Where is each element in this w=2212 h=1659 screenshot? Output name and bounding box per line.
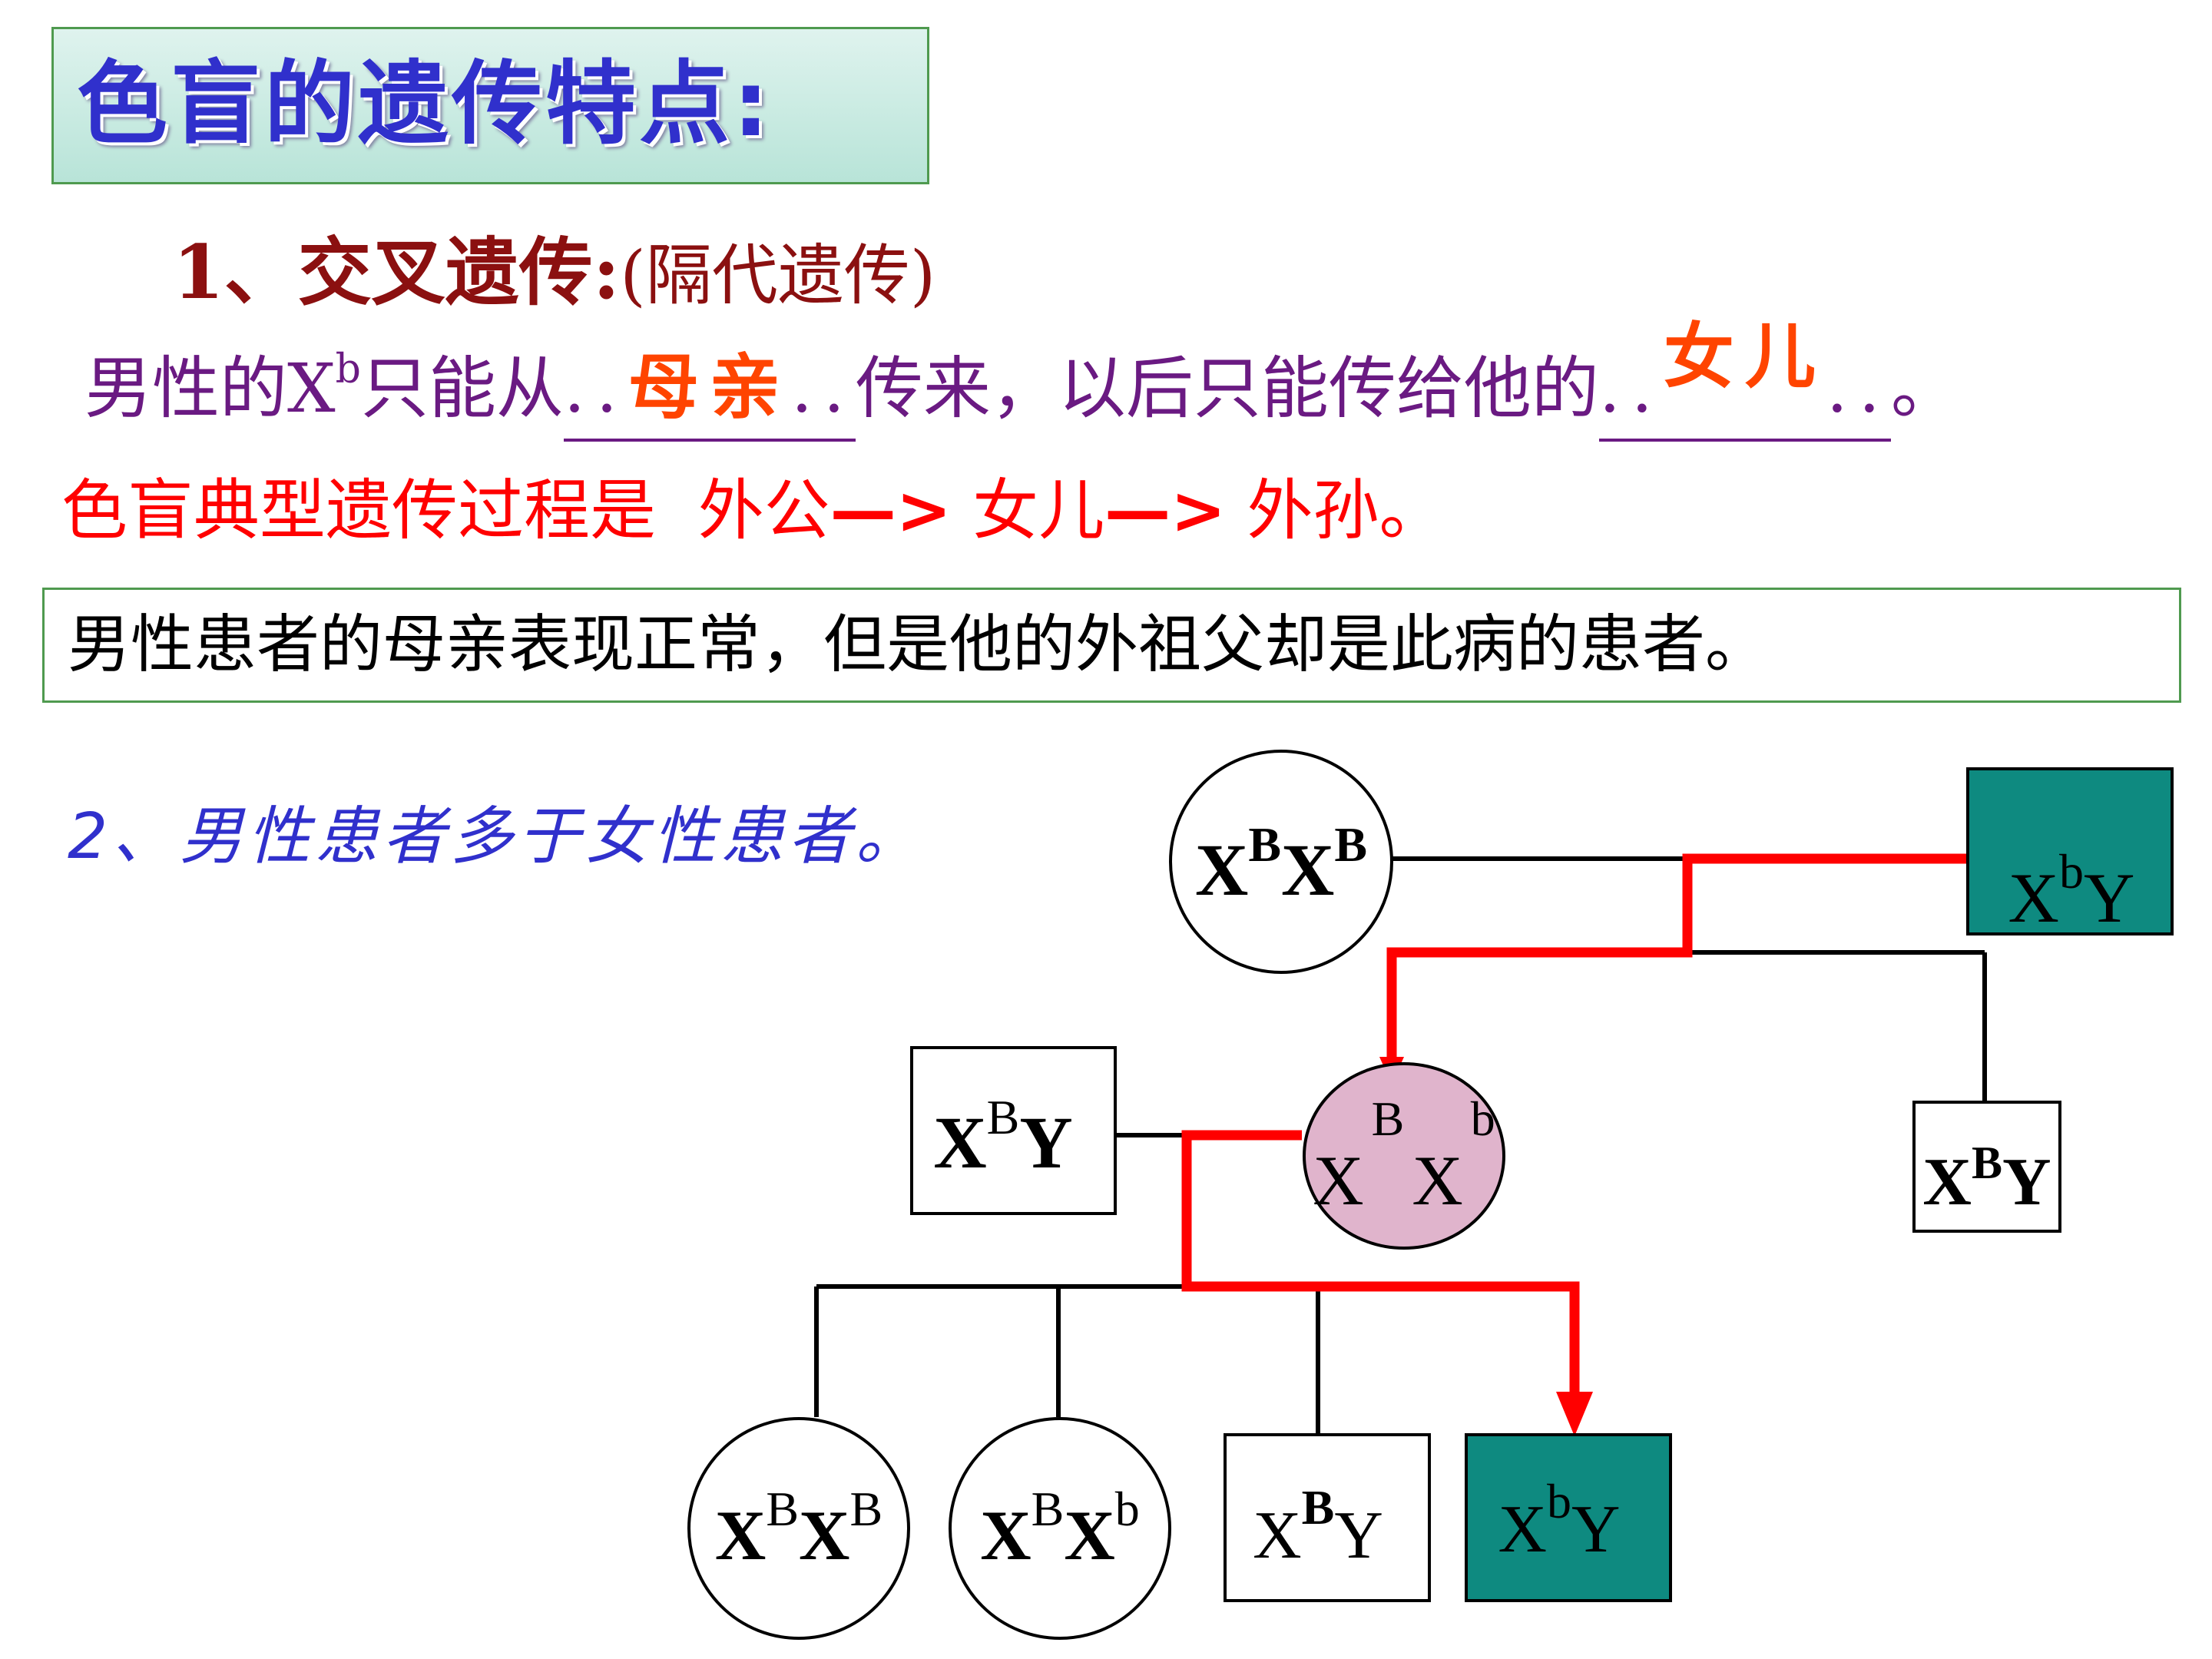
blank-2: ..女儿.. xyxy=(1598,316,1891,442)
gen2-son-symbol xyxy=(1912,1101,2061,1233)
sentence-sup: b xyxy=(335,346,361,392)
sentence-mid1: 只能从 xyxy=(360,349,564,428)
gen3-child-1-symbol xyxy=(687,1417,910,1640)
blank1-answer: 母亲 xyxy=(628,346,791,429)
gen2-husband-genotype: XBY xyxy=(933,1090,1072,1184)
title-box xyxy=(51,27,929,184)
gen3-child-1-genotype: XBXB xyxy=(715,1482,882,1575)
gen3-child-4-symbol xyxy=(1465,1433,1672,1602)
gen2-daughter-genotype: XBXb xyxy=(1313,1091,1495,1220)
note-box xyxy=(42,588,2181,703)
gen3-child-4-genotype: XbY xyxy=(1498,1474,1620,1567)
typical-process: 色盲典型遗传过程是 外公—> 女儿—> 外孙。 xyxy=(61,465,1445,557)
section1-heading: 1、交叉遗传:(隔代遗传) xyxy=(173,223,935,323)
page-title: 色盲的遗传特点: xyxy=(77,51,773,157)
gen3-child-2-genotype: XBXb xyxy=(980,1482,1140,1575)
typical-step3: 外孙。 xyxy=(1247,472,1445,549)
blank-1: ..母亲.. xyxy=(563,338,856,442)
gen3-child-3-symbol xyxy=(1224,1433,1431,1602)
fill-in-sentence: 男性的Xb只能从..母亲..传来，以后只能传给他的..女儿..。 xyxy=(84,316,1959,442)
sentence-prefix: 男性的X xyxy=(84,349,336,428)
typical-step2: 女儿 xyxy=(972,472,1105,549)
typical-arrow-1: —> xyxy=(830,472,952,549)
gen1-male-symbol xyxy=(1966,767,2174,935)
arrowhead-2 xyxy=(1556,1392,1593,1436)
gen3-child-1: XBXB xyxy=(687,1417,910,1640)
sentence-end: 。 xyxy=(1890,349,1959,428)
sentence-mid2: 传来，以后只能传给他的 xyxy=(855,349,1599,428)
section2-text: 2、男性患者多于女性患者。 xyxy=(68,800,924,873)
typical-step1: 外公 xyxy=(697,472,830,549)
gen1-female-symbol xyxy=(1169,750,1393,974)
gen3-child-2: XBXb xyxy=(949,1417,1171,1640)
gen1-male: XbY xyxy=(1966,767,2174,937)
gen2-husband-symbol xyxy=(910,1046,1117,1215)
gen2-daughter-symbol xyxy=(1303,1062,1505,1250)
typical-arrow-2: —> xyxy=(1104,472,1227,549)
gen3-child-3: XBY xyxy=(1224,1433,1431,1602)
inheritance-path xyxy=(1181,853,1968,1396)
gen2-son: XBY xyxy=(1912,1101,2061,1233)
section1-heading-main: 1、交叉遗传: xyxy=(173,229,621,316)
typical-prefix: 色盲典型遗传过程是 xyxy=(61,472,656,549)
gen3-child-2-symbol xyxy=(949,1417,1171,1640)
blank2-answer: 女儿 xyxy=(1663,316,1826,398)
gen3-child-4: XbY xyxy=(1465,1433,1672,1602)
gen1-female: XBXB xyxy=(1169,750,1393,974)
section1-heading-paren: (隔代遗传) xyxy=(620,237,936,314)
path-grandfather-to-mother xyxy=(1386,853,1968,1061)
gen2-son-genotype: XBY xyxy=(1922,1137,2051,1220)
gen1-female-genotype: XBXB xyxy=(1195,817,1367,911)
gen2-husband: XBY xyxy=(910,1046,1117,1215)
gen3-child-3-genotype: XBY xyxy=(1253,1480,1383,1573)
gen2-daughter: XBXb xyxy=(1303,1062,1505,1250)
note-text: 男性患者的母亲表现正常，但是他的外祖父却是此病的患者。 xyxy=(68,608,1769,681)
gen1-male-genotype: XbY xyxy=(2008,844,2135,937)
path-mother-to-grandson xyxy=(1181,1130,1580,1396)
